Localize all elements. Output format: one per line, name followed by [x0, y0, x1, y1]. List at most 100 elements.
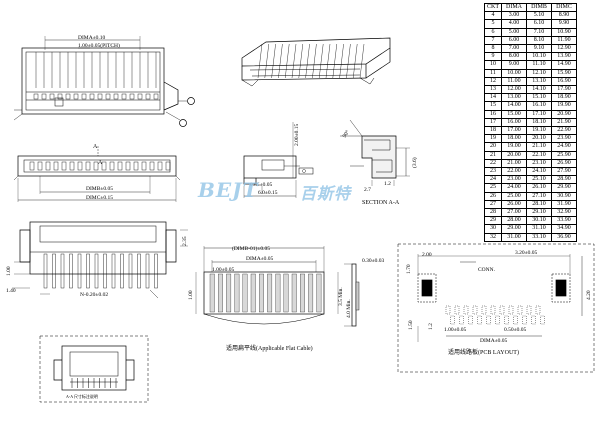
pcb-420-label: 4.20: [586, 290, 592, 300]
table-cell: 21.00: [501, 158, 527, 169]
iso-contact: [271, 43, 276, 79]
table-cell: 17: [484, 117, 502, 128]
iso-contact: [298, 43, 303, 79]
pcb-pad: [486, 315, 491, 325]
cable-conductor: [250, 273, 256, 313]
table-cell: 8.10: [526, 35, 552, 46]
front-contact: [61, 161, 67, 171]
top-contact-pad: [129, 93, 135, 100]
bottom-view: [12, 221, 188, 299]
table-cell: 9: [484, 52, 502, 62]
table-cell: 19.10: [526, 126, 552, 136]
table-cell: 8: [484, 44, 502, 54]
table-cell: 21: [484, 150, 502, 160]
table-cell: 28.90: [551, 175, 577, 185]
pcb-170-label: 1.70: [406, 264, 412, 274]
cable-35min-label: 3.5 Min.: [338, 287, 344, 306]
top-dima-label: DIMA±0.10: [78, 35, 106, 41]
pcb-200-label: 2.00: [422, 252, 432, 258]
front-contact: [125, 161, 131, 171]
small-detail-view: [39, 335, 149, 403]
section-085-label: 0.85±0.05: [250, 182, 273, 188]
front-mark-a2: A: [98, 160, 103, 166]
pcb-pad: [517, 305, 523, 315]
table-cell: 30.10: [526, 216, 552, 226]
bottom-contact: [120, 253, 124, 289]
table-cell: 9.90: [551, 19, 577, 29]
table-cell: 15.10: [526, 93, 552, 103]
bottom-contact: [94, 253, 99, 289]
table-cell: 13.10: [526, 76, 552, 87]
table-cell: 14: [484, 93, 502, 103]
top-contact-pad: [65, 93, 71, 100]
table-cell: 31.90: [551, 199, 577, 210]
table-cell: 26.00: [501, 199, 527, 210]
front-dimc-label: DIMC±0.15: [86, 195, 113, 201]
table-cell: 27: [484, 199, 502, 210]
pcb-12-label: 1.2: [428, 323, 434, 330]
front-contact: [53, 161, 59, 171]
table-header-cell: CKT: [484, 2, 502, 13]
cable-conductor: [218, 273, 223, 313]
front-contact: [93, 161, 99, 171]
bottom-contact: [52, 253, 56, 289]
iso-contact: [319, 43, 324, 79]
iso-contact: [257, 43, 263, 79]
table-cell: 15.90: [551, 68, 577, 78]
bottom-contact: [137, 253, 141, 289]
table-cell: 4.00: [501, 19, 527, 29]
front-contact: [85, 161, 91, 171]
table-cell: 8.00: [501, 52, 527, 62]
front-contact: [165, 161, 171, 171]
small-detail-caption: A-A 尺寸标注说明: [66, 393, 98, 399]
table-cell: 24.10: [526, 167, 552, 177]
table-cell: 23.00: [501, 175, 527, 185]
top-contact-pad: [33, 93, 39, 100]
table-cell: 28.00: [501, 216, 527, 226]
table-cell: 6.10: [526, 19, 552, 29]
cable-top-label: (DIMB-01)±0.05: [232, 245, 270, 252]
table-cell: 13.00: [501, 93, 527, 103]
table-cell: 12.00: [501, 85, 527, 95]
pcb-pad: [454, 305, 460, 315]
table-cell: 5.10: [526, 11, 552, 21]
table-cell: 19.00: [501, 142, 527, 152]
table-cell: 11.90: [551, 35, 577, 46]
iso-contact: [291, 43, 297, 79]
table-cell: 22.90: [551, 126, 577, 136]
table-cell: 18.10: [526, 117, 552, 128]
table-cell: 29.10: [526, 208, 552, 218]
bottom-contact: [86, 253, 90, 289]
front-contact: [109, 161, 115, 171]
section-view: [243, 122, 314, 198]
table-cell: 16: [484, 109, 502, 119]
table-cell: 3.00: [501, 11, 527, 21]
cable-conductor: [209, 273, 215, 313]
table-cell: 28: [484, 208, 502, 218]
table-cell: 23.10: [526, 158, 552, 169]
iso-contact: [305, 43, 310, 79]
cable-thk-label: 0.30±0.03: [362, 258, 385, 264]
pcb-pad: [445, 305, 451, 315]
pcb-pads: [445, 305, 545, 325]
table-cell: 12.10: [526, 68, 552, 78]
table-cell: 10.90: [551, 27, 577, 37]
table-cell: 5: [484, 19, 502, 29]
table-cell: 20: [484, 142, 502, 152]
top-contact-pad: [121, 93, 127, 100]
cable-conductor: [259, 273, 264, 313]
table-cell: 9.00: [501, 60, 527, 70]
cable-conductor: [283, 273, 289, 313]
table-cell: 17.10: [526, 109, 552, 119]
table-cell: 30.90: [551, 191, 577, 201]
bottom-contact: [60, 253, 65, 289]
table-cell: 32.90: [551, 208, 577, 218]
